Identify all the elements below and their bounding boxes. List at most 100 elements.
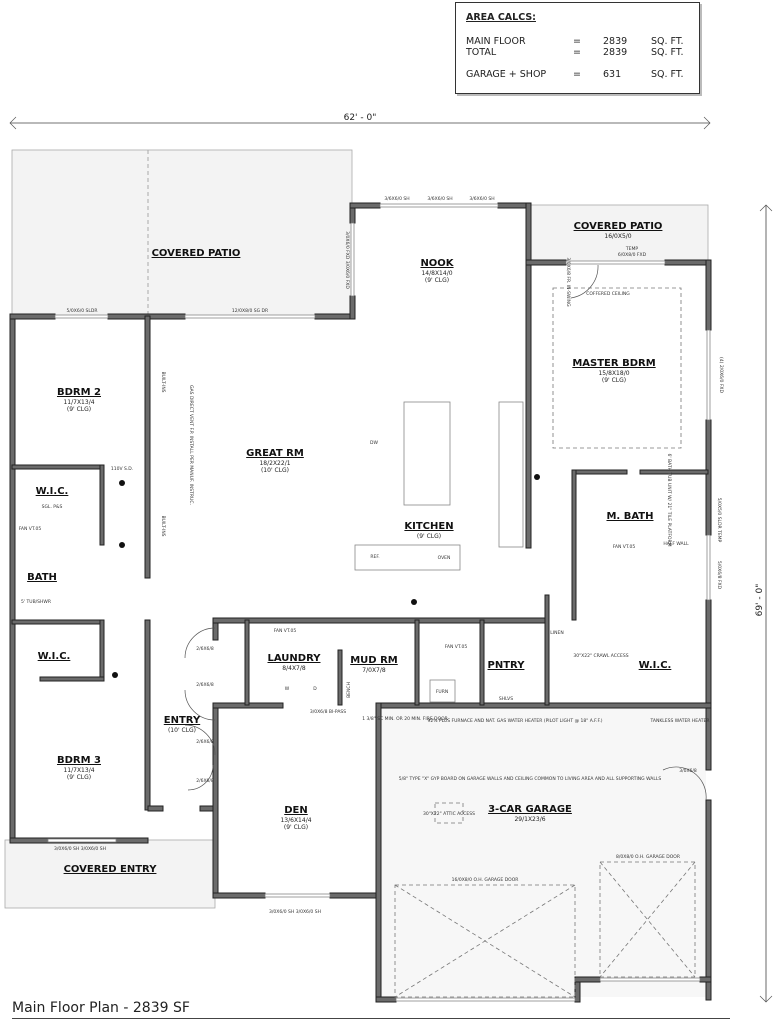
built-ins-note: BUILT-INS [160, 371, 166, 392]
window-label: 5/0X6/0 SLDR [67, 308, 98, 314]
room-dims: 14/8X14/0 [421, 270, 452, 277]
window-label: 3/0X6/0 SH 3/0X6/0 SH [269, 909, 321, 915]
tub-label: 5' TUB/SHWR [21, 599, 51, 605]
area-label: TOTAL [466, 47, 497, 58]
room-nook: NOOK [420, 258, 454, 269]
door-label: 6/0X8/0 FXD [618, 252, 647, 258]
door-label: 3/0X6/8 BI-PASS [310, 709, 346, 715]
room-ceiling: (9' CLG) [67, 406, 91, 413]
ref-label: REF. [370, 554, 379, 560]
fan-label: FAN VT.05 [613, 544, 636, 550]
coffered-note: COFFERED CEILING [586, 291, 630, 297]
room-dims: 11/7X13/4 [63, 399, 94, 406]
area-calcs-box: AREA CALCS: MAIN FLOOR = 2839 SQ. FT. TO… [455, 2, 700, 94]
oven-label: OVEN [438, 555, 451, 561]
furnace-note: 92% PLUS FURNACE AND NAT. GAS WATER HEAT… [427, 718, 602, 724]
tankless-note: TANKLESS WATER HEATER [649, 718, 709, 724]
room-dims: 7/0X7/8 [362, 667, 386, 674]
window-label: 3/6X6/0 SH [427, 196, 452, 202]
room-ceiling: (9' CLG) [284, 824, 308, 831]
room-covered-patio-right: COVERED PATIO [574, 221, 663, 232]
shelf-note: SGL. P&S [42, 504, 63, 510]
room-dims: 15/8X18/0 [598, 370, 629, 377]
shelves-label: SHLVS [499, 696, 513, 702]
room-ceiling: (9' CLG) [602, 377, 626, 384]
built-ins-note: BUILT-INS [160, 515, 166, 536]
smoke-detector-icon [112, 672, 118, 678]
width-label: 62' - 0" [344, 113, 377, 123]
area-value: 631 [603, 69, 622, 80]
half-wall-label: HALF WALL [663, 541, 689, 547]
fan-label: FAN VT.05 [274, 628, 297, 634]
linen-label: LINEN [550, 630, 563, 636]
door-label: 3/0X6/8 [679, 768, 697, 774]
fan-label: FAN VT.05 [19, 526, 42, 532]
room-bath: BATH [27, 572, 57, 583]
room-ceiling: (9' CLG) [417, 533, 441, 540]
kitchen-counter [498, 401, 524, 548]
attic-access [434, 802, 464, 824]
smoke-detector-icon [119, 480, 125, 486]
plan-title: Main Floor Plan - 2839 SF [12, 1000, 730, 1019]
door-label: 2/6X6/8 [196, 646, 214, 652]
room-kitchen: KITCHEN [404, 521, 453, 532]
door-label: 2/6X6/8 [196, 739, 214, 745]
fireplace-note: GAS DIRECT VENT F.P. INSTALL PER MANUF. … [188, 385, 194, 505]
area-eq: = [573, 36, 581, 47]
washer-label: W [285, 686, 290, 692]
door-label: 8/0X8/0 O.H. GARAGE DOOR [616, 854, 680, 860]
area-value: 2839 [603, 47, 628, 58]
door-label: 2/6X6/8 [196, 778, 214, 784]
room-dims: 13/6X14/4 [280, 817, 311, 824]
crawl-access-label: 30"X22" CRAWL ACCESS [573, 653, 628, 659]
room-ceiling: (9' CLG) [425, 277, 449, 284]
smoke-detector-icon [411, 599, 417, 605]
covered-patio-left-area [11, 149, 353, 317]
garage-floor [380, 705, 706, 997]
bath-tub-note: 6' BATH TUB UNIT W/ 21" TILE PLATFORM [666, 453, 672, 546]
area-unit: SQ. FT. [651, 69, 684, 80]
smoke-detector-icon [534, 474, 540, 480]
window-label: 3/6X6/0 SH [384, 196, 409, 202]
dimension-depth: 69' - 0" [755, 204, 773, 1003]
bench-label: BENCH [346, 682, 352, 698]
coffered-ceiling [552, 287, 682, 449]
kitchen-range-wall [354, 544, 461, 571]
room-wic-master: W.I.C. [639, 660, 672, 671]
door-label: 16/0X8/0 O.H. GARAGE DOOR [452, 877, 519, 883]
room-ceiling: (10' CLG) [168, 727, 196, 734]
kitchen-island [403, 401, 451, 506]
furnace-label: FURN [436, 689, 448, 695]
area-unit: SQ. FT. [651, 36, 684, 47]
nook-side-window-label: 3/0X6/0 FXD 3/0X6/0 FXD [344, 231, 350, 289]
area-unit: SQ. FT. [651, 47, 684, 58]
room-wic-bdrm2: W.I.C. [36, 486, 69, 497]
window-label: 3/0X6/0 SH 3/0X6/0 SH [54, 846, 106, 852]
smoke-detector-label: 110V S.D. [111, 466, 133, 472]
room-covered-entry: COVERED ENTRY [64, 864, 158, 875]
room-laundry: LAUNDRY [268, 653, 322, 664]
dimension-width: 62' - 0" [9, 113, 711, 130]
room-den: DEN [284, 805, 308, 816]
area-calcs-heading: AREA CALCS: [466, 12, 536, 23]
area-label: MAIN FLOOR [466, 36, 526, 47]
area-eq: = [573, 69, 581, 80]
window-label: (4) 2/0X6/0 FXD [718, 357, 724, 393]
fire-door-note: 1 3/8" SC MIN. OR 20 MIN. FIRE DOOR [362, 716, 448, 722]
room-dims: 16/0X5/0 [604, 233, 631, 240]
room-dims: 18/2X22/1 [259, 460, 290, 467]
fan-label: FAN VT.05 [445, 644, 468, 650]
master-swing-door-label: 3/0X6/8 FR. IN-SWING [565, 257, 571, 307]
dishwasher-label: DW [370, 440, 378, 446]
attic-access-label: 30"X22" ATTIC ACCESS [423, 811, 475, 817]
room-entry: ENTRY [164, 715, 201, 726]
room-dims: 29/1X23/6 [514, 816, 545, 823]
room-dims: 11/7X13/4 [63, 767, 94, 774]
room-bdrm2: BDRM 2 [57, 387, 101, 398]
door-label: TEMP [625, 246, 638, 252]
door-swings [184, 264, 707, 801]
area-value: 2839 [603, 36, 628, 47]
room-mud-rm: MUD RM [350, 655, 398, 666]
room-garage: 3-CAR GARAGE [488, 804, 572, 815]
